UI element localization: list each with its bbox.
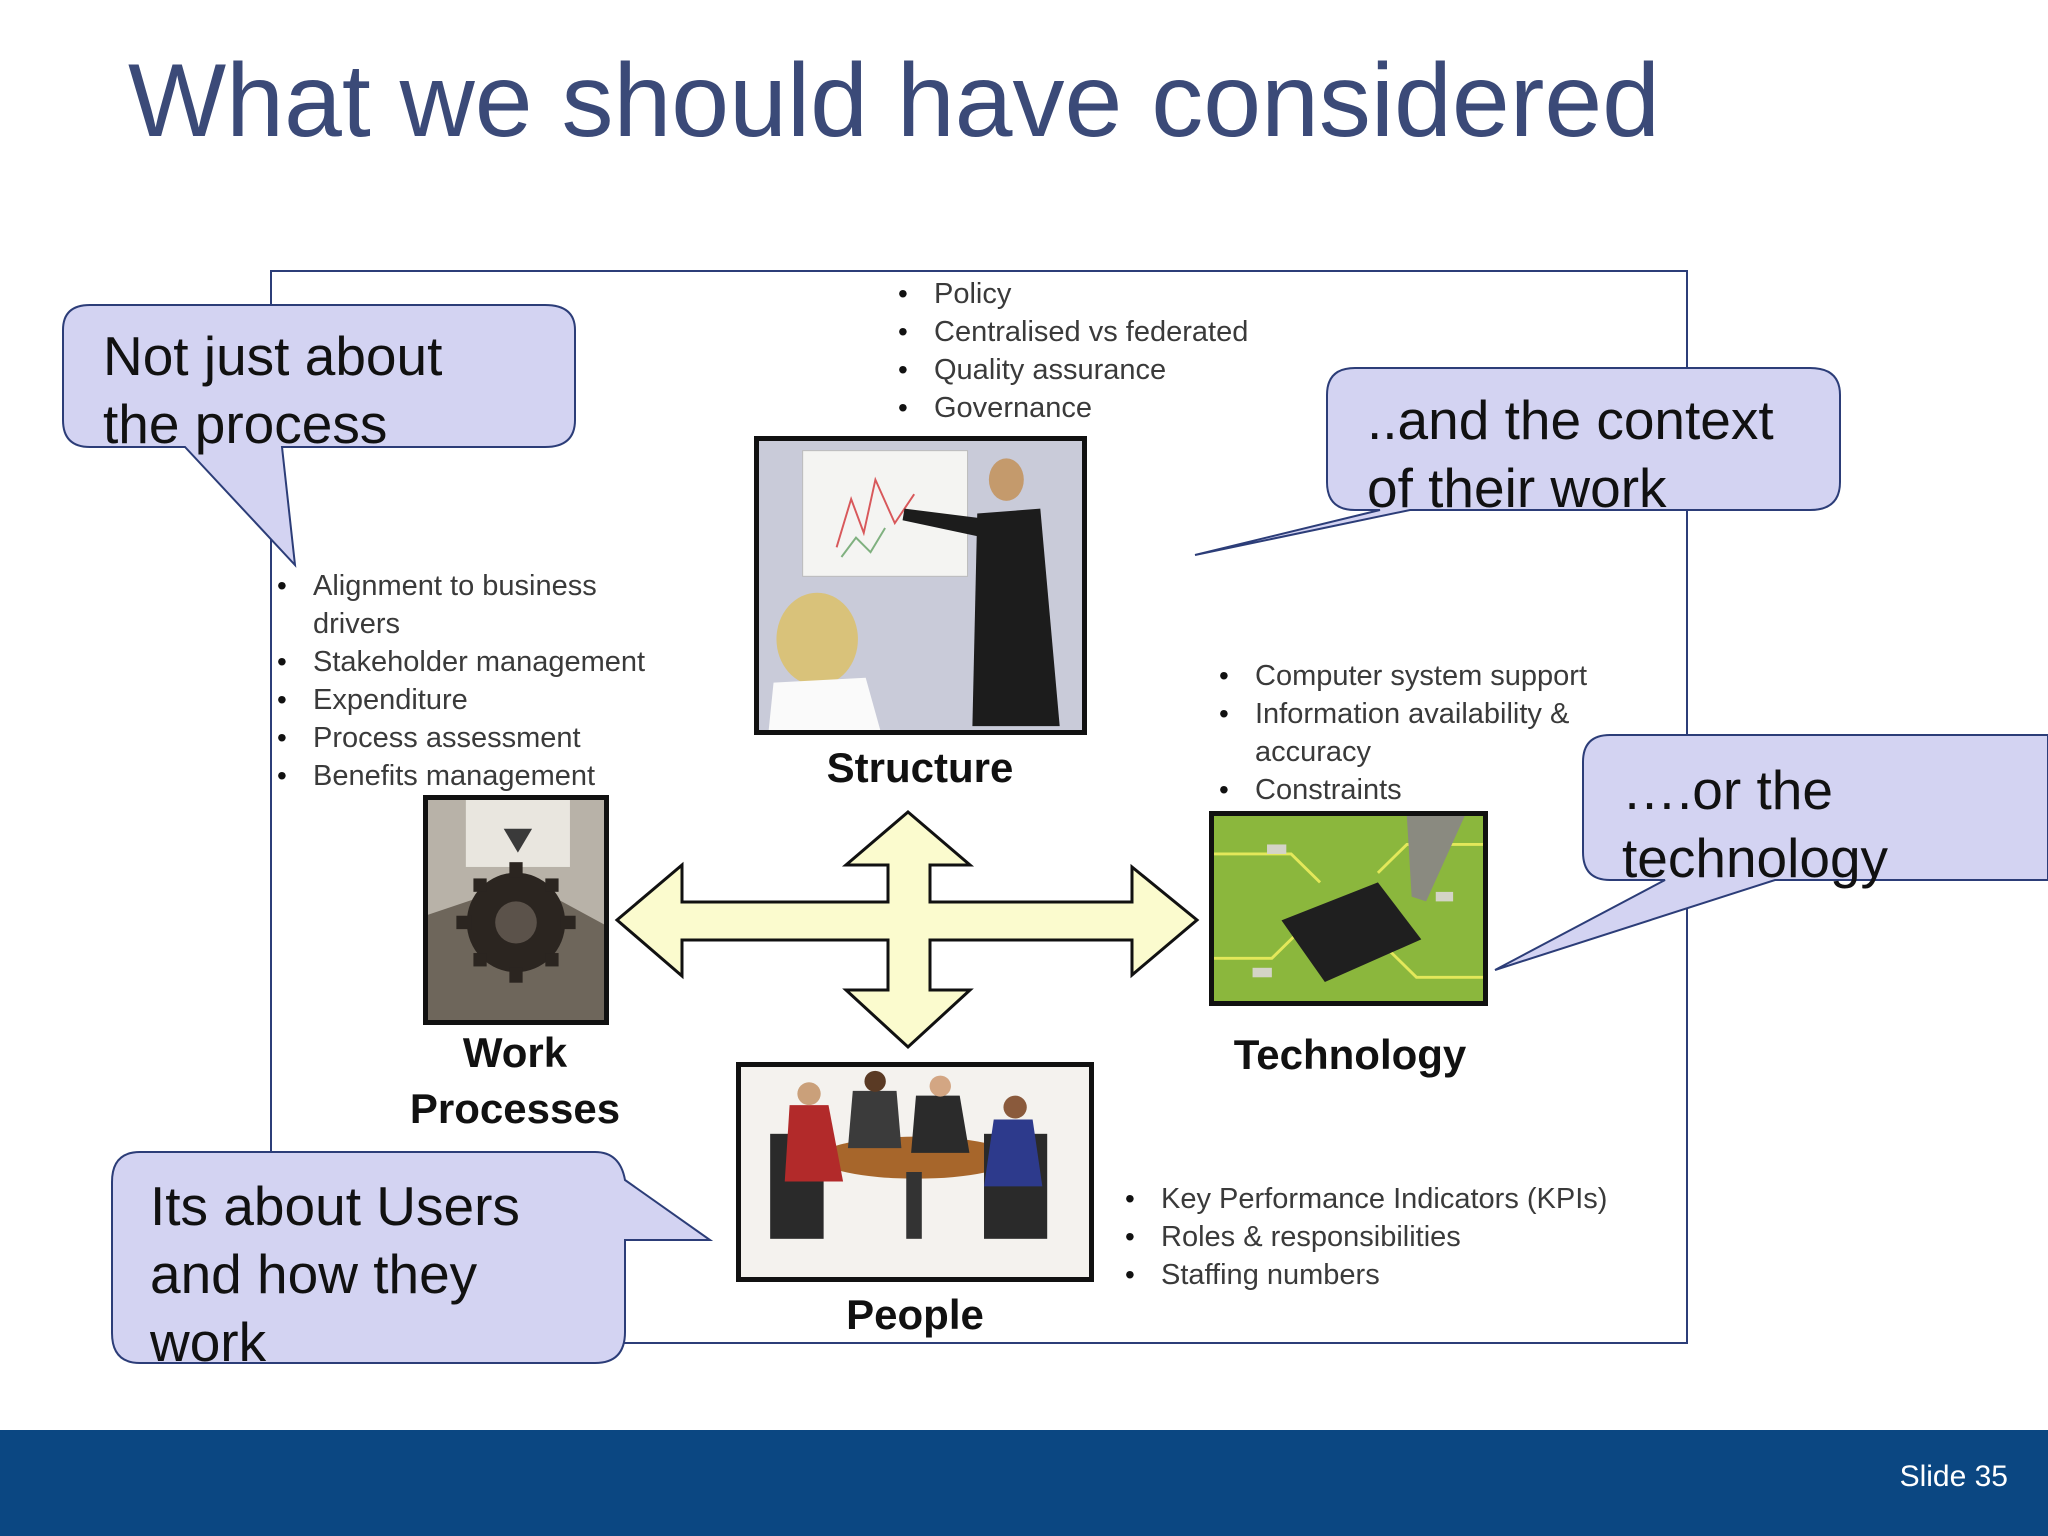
technology-label: Technology (1233, 1031, 1467, 1078)
list-item: Alignment to business (277, 567, 645, 605)
work-processes-label-line1: Work (462, 1029, 568, 1076)
list-item-continuation: drivers (313, 608, 401, 640)
list-item-continuation: accuracy (1255, 736, 1372, 768)
slide-title: What we should have considered (128, 43, 1661, 159)
slide-number: Slide 35 (1899, 1460, 2008, 1493)
callout-line: and how they (150, 1243, 478, 1305)
list-item: drivers (277, 605, 645, 643)
callout-process-text: Not just about the process (103, 322, 442, 458)
technology-bullets: Computer system support Information avai… (1219, 657, 1587, 809)
list-item: accuracy (1219, 733, 1587, 771)
callout-line: of their work (1367, 457, 1667, 519)
structure-label: Structure (826, 744, 1014, 791)
list-item: Constraints (1219, 771, 1587, 809)
list-item: Computer system support (1219, 657, 1587, 695)
callout-line: the process (103, 393, 388, 455)
work-processes-label: Work Processes (390, 1025, 640, 1137)
structure-bullets: Policy Centralised vs federated Quality … (898, 275, 1248, 427)
list-item: Benefits management (277, 757, 645, 795)
work-processes-photo (423, 795, 609, 1025)
list-item: Policy (898, 275, 1248, 313)
list-item: Stakeholder management (277, 643, 645, 681)
callout-line: Its about Users (150, 1175, 520, 1237)
structure-photo (754, 436, 1087, 735)
callout-line: work (150, 1311, 267, 1373)
callout-context-text: ..and the context of their work (1367, 386, 1774, 522)
callout-line: Not just about (103, 325, 443, 387)
people-label: People (846, 1291, 984, 1338)
list-item: Process assessment (277, 719, 645, 757)
list-item: Centralised vs federated (898, 313, 1248, 351)
list-item: Expenditure (277, 681, 645, 719)
list-item: Key Performance Indicators (KPIs) (1125, 1180, 1607, 1218)
list-item: Information availability & (1219, 695, 1587, 733)
people-photo (736, 1062, 1094, 1282)
callout-technology-text: ….or the technology (1622, 756, 1888, 892)
list-item: Quality assurance (898, 351, 1248, 389)
footer-bar: Slide 35 (0, 1430, 2048, 1536)
technology-photo (1209, 811, 1488, 1006)
callout-line: technology (1622, 827, 1889, 889)
work-processes-label-line2: Processes (409, 1085, 621, 1132)
list-item: Governance (898, 389, 1248, 427)
list-item: Staffing numbers (1125, 1256, 1607, 1294)
list-item: Roles & responsibilities (1125, 1218, 1607, 1256)
people-bullets: Key Performance Indicators (KPIs) Roles … (1125, 1180, 1607, 1294)
callout-line: ..and the context (1367, 389, 1774, 451)
callout-users-text: Its about Users and how they work (150, 1172, 520, 1376)
callout-line: ….or the (1622, 759, 1833, 821)
work-processes-bullets: Alignment to business drivers Stakeholde… (277, 567, 645, 795)
